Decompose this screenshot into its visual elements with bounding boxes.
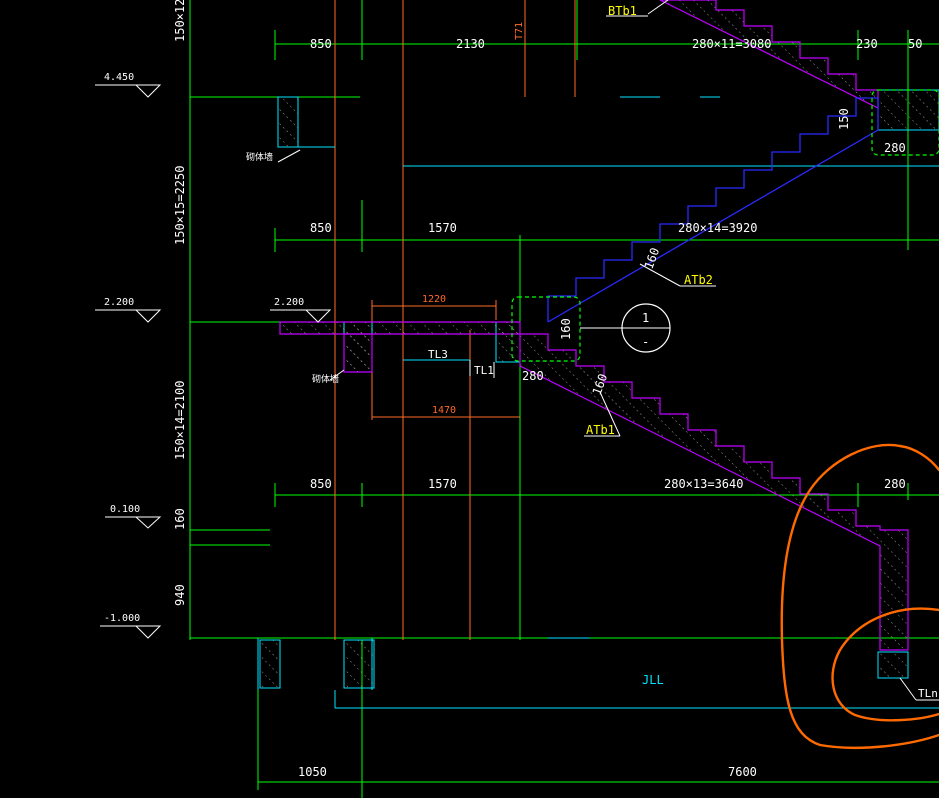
markup-annotation bbox=[780, 443, 939, 749]
dim-text: 50 bbox=[908, 37, 922, 51]
vertical-dim-label: 150×14=2100 bbox=[173, 381, 187, 460]
dim-text: 1570 bbox=[428, 477, 457, 491]
dim-text: 160 bbox=[642, 246, 663, 271]
level-markers bbox=[95, 84, 332, 639]
dim-text: 230 bbox=[856, 37, 878, 51]
highlight-boxes bbox=[511, 89, 939, 362]
beam-label-tl1: TL1 bbox=[474, 364, 494, 377]
dim-text: 1050 bbox=[298, 765, 327, 779]
axis-lines bbox=[334, 0, 576, 640]
level-label: 2.200 bbox=[274, 297, 304, 308]
dim-text: 160 bbox=[559, 318, 573, 340]
vertical-dim-label: 940 bbox=[173, 584, 187, 606]
dim-text: 850 bbox=[310, 477, 332, 491]
axis-label-t71: T71 bbox=[514, 22, 525, 40]
beam-label-tl-bottom: TLn bbox=[918, 687, 938, 700]
dim-text: 280×11=3080 bbox=[692, 37, 771, 51]
vertical-dim-label: 160 bbox=[173, 508, 187, 530]
dim-text: 280 bbox=[884, 141, 906, 155]
dim-text: 850 bbox=[310, 37, 332, 51]
grid-lines bbox=[189, 0, 939, 798]
level-label: 4.450 bbox=[104, 72, 134, 83]
dim-text: 850 bbox=[310, 221, 332, 235]
level-label: 0.100 bbox=[110, 504, 140, 515]
beam-dim-text: 1220 bbox=[422, 294, 446, 305]
dim-text: 7600 bbox=[728, 765, 757, 779]
dim-text: 280×13=3640 bbox=[664, 477, 743, 491]
stair-atb2-outline bbox=[547, 97, 879, 323]
vertical-dim-label: 150×15=2250 bbox=[173, 166, 187, 245]
dim-text: 1570 bbox=[428, 221, 457, 235]
dim-text: 160 bbox=[590, 372, 611, 397]
stair-label-atb1: ATb1 bbox=[586, 423, 615, 437]
level-label: -1.000 bbox=[104, 613, 140, 624]
dim-text: 280 bbox=[884, 477, 906, 491]
stair-slabs bbox=[279, 0, 909, 651]
beam-dim-text: 1470 bbox=[432, 405, 456, 416]
stair-label-atb2: ATb2 bbox=[684, 273, 713, 287]
dim-text: 2130 bbox=[456, 37, 485, 51]
dim-text: 150 bbox=[837, 108, 851, 130]
dim-text: 280 bbox=[522, 369, 544, 383]
wall-note: 砌体墙 bbox=[312, 373, 339, 385]
callout-leaders bbox=[277, 0, 939, 701]
beams-cyan bbox=[257, 96, 939, 709]
beam-label-jll: JLL bbox=[642, 673, 664, 687]
beam-label-tl3: TL3 bbox=[428, 348, 448, 361]
level-label: 2.200 bbox=[104, 297, 134, 308]
section-sub: - bbox=[642, 335, 649, 349]
stair-label-btb1: BTb1 bbox=[608, 4, 637, 18]
section-symbol: 1 - bbox=[580, 303, 671, 353]
wall-note: 砌体墙 bbox=[246, 151, 273, 163]
section-number: 1 bbox=[642, 311, 649, 325]
dim-text: 280×14=3920 bbox=[678, 221, 757, 235]
vertical-dim-label: 150×12= bbox=[173, 0, 187, 42]
